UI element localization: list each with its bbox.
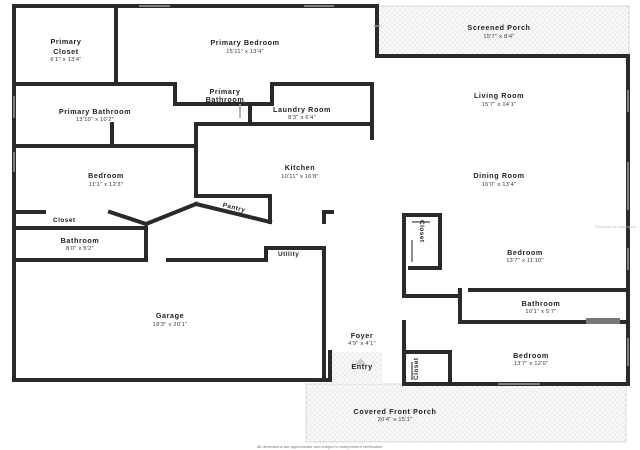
svg-text:16'0" x 13'4": 16'0" x 13'4" xyxy=(482,182,517,188)
room-label-bathroom-left: Bathroom 8'0" x 5'2" xyxy=(61,236,100,252)
dimension-disclaimer: All dimensions are approximate and subje… xyxy=(257,444,383,449)
svg-text:10'1" x 5'7": 10'1" x 5'7" xyxy=(525,309,556,315)
exterior-walls xyxy=(12,4,630,386)
room-label-dining-room: Dining Room 16'0" x 13'4" xyxy=(473,171,524,188)
svg-text:13'7" x 12'0": 13'7" x 12'0" xyxy=(514,361,549,367)
room-label-laundry-room: Laundry Room 8'3" x 6'4" xyxy=(273,105,331,121)
svg-text:15'7" x 14'1": 15'7" x 14'1" xyxy=(482,102,517,108)
svg-text:8'3" x 6'4": 8'3" x 6'4" xyxy=(288,115,316,121)
room-label-utility: Utility xyxy=(278,251,299,258)
room-label-closet-bottom: Closet xyxy=(413,357,420,380)
screened-porch-floor xyxy=(376,5,630,57)
room-label-kitchen: Kitchen 10'11" x 16'8" xyxy=(281,163,319,180)
room-label-primary-bathroom: Primary Bathroom 13'10" x 10'2" xyxy=(59,107,131,123)
room-label-covered-front-porch: Covered Front Porch 20'4" x 15'1" xyxy=(354,407,437,423)
svg-text:Bedroom: Bedroom xyxy=(513,351,549,360)
svg-text:Bedroom: Bedroom xyxy=(507,248,543,257)
svg-text:Bathroom: Bathroom xyxy=(206,95,245,104)
svg-text:Bathroom: Bathroom xyxy=(61,236,100,245)
svg-text:Garage: Garage xyxy=(156,311,184,320)
interior-walls xyxy=(12,4,630,386)
svg-text:8'0" x 5'2": 8'0" x 5'2" xyxy=(66,246,94,252)
svg-text:13'10" x 10'2": 13'10" x 10'2" xyxy=(76,117,114,123)
room-label-bedroom-1: Bedroom 11'1" x 12'3" xyxy=(88,171,124,188)
svg-text:Foyer: Foyer xyxy=(351,331,374,340)
svg-text:19'3" x 20'1": 19'3" x 20'1" xyxy=(153,322,188,328)
svg-text:Screened Porch: Screened Porch xyxy=(467,23,530,32)
room-label-closet-left: Closet xyxy=(53,217,76,224)
svg-text:4'9" x 4'1": 4'9" x 4'1" xyxy=(348,341,376,347)
svg-text:Primary Bathroom: Primary Bathroom xyxy=(59,107,131,116)
svg-text:Primary Bedroom: Primary Bedroom xyxy=(210,38,279,47)
room-label-closet-mid: Closet xyxy=(418,220,425,243)
room-label-garage: Garage 19'3" x 20'1" xyxy=(153,311,188,328)
svg-text:15'11" x 13'4": 15'11" x 13'4" xyxy=(226,49,264,55)
detail-lines xyxy=(13,5,629,385)
svg-text:20'4" x 15'1": 20'4" x 15'1" xyxy=(378,417,413,423)
room-label-primary-closet: Primary Closet 6'1" x 13'4" xyxy=(50,37,81,63)
room-label-bedroom-2: Bedroom 13'7" x 11'10" xyxy=(506,248,544,264)
svg-text:Covered Front Porch: Covered Front Porch xyxy=(354,407,437,416)
room-label-entry: Entry xyxy=(351,362,372,371)
svg-text:Bedroom: Bedroom xyxy=(88,171,124,180)
svg-text:13'7" x 11'10": 13'7" x 11'10" xyxy=(506,258,544,264)
svg-text:6'1" x 13'4": 6'1" x 13'4" xyxy=(50,57,81,63)
svg-text:Dining Room: Dining Room xyxy=(473,171,524,180)
room-label-bedroom-3: Bedroom 13'7" x 12'0" xyxy=(513,351,549,367)
svg-text:Kitchen: Kitchen xyxy=(285,163,316,172)
svg-text:Primary: Primary xyxy=(51,37,82,46)
svg-text:Laundry Room: Laundry Room xyxy=(273,105,331,114)
room-label-bathroom-right: Bathroom 10'1" x 5'7" xyxy=(522,299,561,315)
watermark: Floorplan by Matterport xyxy=(595,224,637,229)
svg-text:15'7" x 8'4": 15'7" x 8'4" xyxy=(483,34,514,40)
room-label-foyer: Foyer 4'9" x 4'1" xyxy=(348,331,376,347)
svg-text:Living Room: Living Room xyxy=(474,91,524,100)
room-label-screened-porch: Screened Porch 15'7" x 8'4" xyxy=(467,23,530,40)
front-porch-floor xyxy=(305,383,627,443)
room-label-living-room: Living Room 15'7" x 14'1" xyxy=(474,91,524,108)
room-label-primary-bedroom: Primary Bedroom 15'11" x 13'4" xyxy=(210,38,279,55)
room-label-primary-bathroom-small: Primary Bathroom xyxy=(206,87,245,104)
entry-floor xyxy=(330,352,382,384)
svg-text:Closet: Closet xyxy=(53,47,79,56)
svg-text:Primary: Primary xyxy=(210,87,241,96)
svg-text:Bathroom: Bathroom xyxy=(522,299,561,308)
svg-text:10'11" x 16'8": 10'11" x 16'8" xyxy=(281,174,319,180)
svg-text:11'1" x 12'3": 11'1" x 12'3" xyxy=(89,182,123,188)
